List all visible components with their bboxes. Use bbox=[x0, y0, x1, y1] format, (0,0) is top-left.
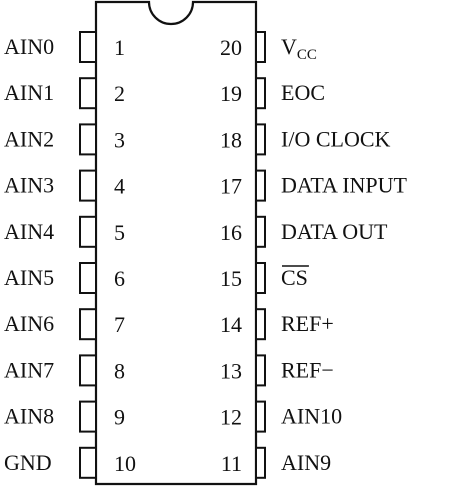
left-pin-label: AIN7 bbox=[4, 357, 54, 382]
right-pin-number: 11 bbox=[221, 451, 242, 476]
right-pin-number: 18 bbox=[220, 127, 242, 152]
right-pin-label-text: DATA OUT bbox=[281, 219, 388, 244]
left-pin-number: 6 bbox=[114, 266, 125, 291]
left-pin-5 bbox=[79, 215, 97, 248]
right-pin-number: 12 bbox=[220, 405, 242, 430]
left-pin-3 bbox=[79, 123, 97, 156]
right-pin-11 bbox=[255, 446, 266, 479]
left-pin-number: 7 bbox=[114, 312, 125, 337]
right-pin-label: DATA INPUT bbox=[281, 173, 408, 198]
right-pin-number: 19 bbox=[220, 81, 242, 106]
right-pin-13 bbox=[255, 354, 266, 387]
left-pin-2 bbox=[79, 77, 97, 110]
left-pin-label: AIN6 bbox=[4, 311, 54, 336]
right-pin-column: 20 VCC 19 EOC 18 I/O CLOCK 17 DATA INPUT 16 DATA … bbox=[220, 31, 408, 479]
right-pin-19 bbox=[255, 77, 266, 110]
right-pin-label-text: CS bbox=[281, 265, 308, 290]
right-pin-label-text: EOC bbox=[281, 80, 325, 105]
right-pin-15 bbox=[255, 262, 266, 294]
right-pin-number: 16 bbox=[220, 220, 242, 245]
left-pin-label: AIN0 bbox=[4, 34, 54, 59]
right-pin-16 bbox=[255, 215, 266, 248]
right-pin-label: CS bbox=[281, 265, 308, 290]
right-pin-number: 17 bbox=[220, 174, 242, 199]
right-pin-label: DATA OUT bbox=[281, 219, 388, 244]
right-pin-label: EOC bbox=[281, 80, 325, 105]
right-pin-label-text: REF+ bbox=[281, 311, 334, 336]
left-pin-label: AIN5 bbox=[4, 265, 54, 290]
left-pin-number: 4 bbox=[114, 174, 125, 199]
right-pin-label: AIN10 bbox=[281, 404, 342, 429]
left-pin-9 bbox=[79, 400, 97, 433]
left-pin-label: GND bbox=[4, 450, 52, 475]
left-pin-8 bbox=[79, 354, 97, 387]
right-pin-17 bbox=[255, 169, 266, 202]
right-pin-label: AIN9 bbox=[281, 450, 331, 475]
right-pin-label-text: I/O CLOCK bbox=[281, 126, 391, 151]
left-pin-4 bbox=[79, 169, 97, 202]
right-pin-number: 20 bbox=[220, 35, 242, 60]
right-pin-14 bbox=[255, 308, 266, 341]
left-pin-number: 10 bbox=[114, 451, 136, 476]
left-pin-number: 5 bbox=[114, 220, 125, 245]
left-pin-label: AIN8 bbox=[4, 404, 54, 429]
right-pin-18 bbox=[255, 123, 266, 156]
left-pin-label: AIN4 bbox=[4, 219, 54, 244]
chip-body bbox=[94, 0, 258, 486]
right-pin-label-text: AIN9 bbox=[281, 450, 331, 475]
right-pin-label-text: V bbox=[281, 34, 297, 59]
left-pin-number: 3 bbox=[114, 127, 125, 152]
right-pin-label-text: REF− bbox=[281, 357, 334, 382]
left-pin-1 bbox=[79, 31, 97, 63]
right-pin-label-subscript: CC bbox=[297, 47, 317, 63]
right-pin-number: 15 bbox=[220, 266, 242, 291]
left-pin-label: AIN3 bbox=[4, 173, 54, 198]
right-pin-20 bbox=[255, 31, 266, 63]
right-pin-number: 14 bbox=[220, 312, 242, 337]
right-pin-12 bbox=[255, 400, 266, 433]
right-pin-label: REF+ bbox=[281, 311, 334, 336]
left-pin-number: 1 bbox=[114, 35, 125, 60]
left-pin-label: AIN2 bbox=[4, 126, 54, 151]
left-pin-label: AIN1 bbox=[4, 80, 54, 105]
right-pin-number: 13 bbox=[220, 358, 242, 383]
left-pin-number: 2 bbox=[114, 81, 125, 106]
left-pin-7 bbox=[79, 308, 97, 341]
left-pin-6 bbox=[79, 262, 97, 294]
right-pin-label-text: DATA INPUT bbox=[281, 173, 408, 198]
right-pin-label: I/O CLOCK bbox=[281, 126, 391, 151]
right-pin-label: VCC bbox=[281, 34, 317, 63]
left-pin-number: 9 bbox=[114, 405, 125, 430]
left-pin-number: 8 bbox=[114, 358, 125, 383]
right-pin-label-text: AIN10 bbox=[281, 404, 342, 429]
left-pin-10 bbox=[79, 446, 97, 479]
right-pin-label: REF− bbox=[281, 357, 334, 382]
